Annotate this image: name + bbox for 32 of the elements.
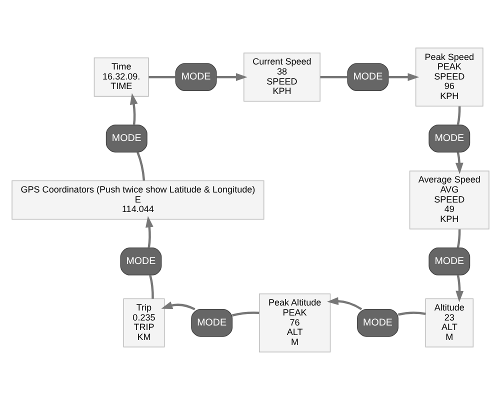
node-box: MODE — [428, 248, 470, 276]
arrow — [129, 93, 138, 125]
node-box: MODE — [105, 124, 147, 152]
node-box: MODE — [190, 308, 232, 337]
connector — [136, 152, 145, 181]
node-box: MODE — [346, 63, 388, 92]
arrow — [326, 297, 362, 310]
arrow — [455, 275, 464, 302]
node-box: Altitude 23 ALT M — [424, 298, 474, 348]
node-box: MODE — [174, 63, 216, 92]
arrow — [145, 216, 153, 248]
node-box: MODE — [120, 248, 162, 276]
connector — [320, 76, 347, 78]
node-box: Peak Altitude PEAK 76 ALT M — [258, 294, 330, 352]
arrow — [216, 73, 247, 82]
node-box: Peak Speed PEAK SPEED 96 KPH — [414, 48, 483, 106]
connector — [232, 312, 259, 316]
arrow — [388, 73, 419, 82]
connector — [456, 106, 460, 125]
node-box: GPS Coordinators (Push twice show Latitude & Longitude) E 114.044 — [11, 180, 264, 220]
connector — [397, 312, 426, 316]
node-box: Trip 0.235 TRIP KM — [122, 298, 164, 348]
connector — [148, 274, 154, 299]
node-box: Time 16.32.09. TIME — [93, 57, 148, 97]
node-box: Current Speed 38 SPEED KPH — [243, 52, 320, 102]
arrow — [454, 152, 463, 174]
connector — [148, 76, 175, 78]
connector — [456, 229, 460, 248]
node-box: MODE — [428, 124, 470, 152]
node-box: MODE — [356, 308, 398, 337]
arrow — [160, 302, 195, 310]
node-box: Average Speed AVG SPEED 49 KPH — [408, 170, 489, 230]
